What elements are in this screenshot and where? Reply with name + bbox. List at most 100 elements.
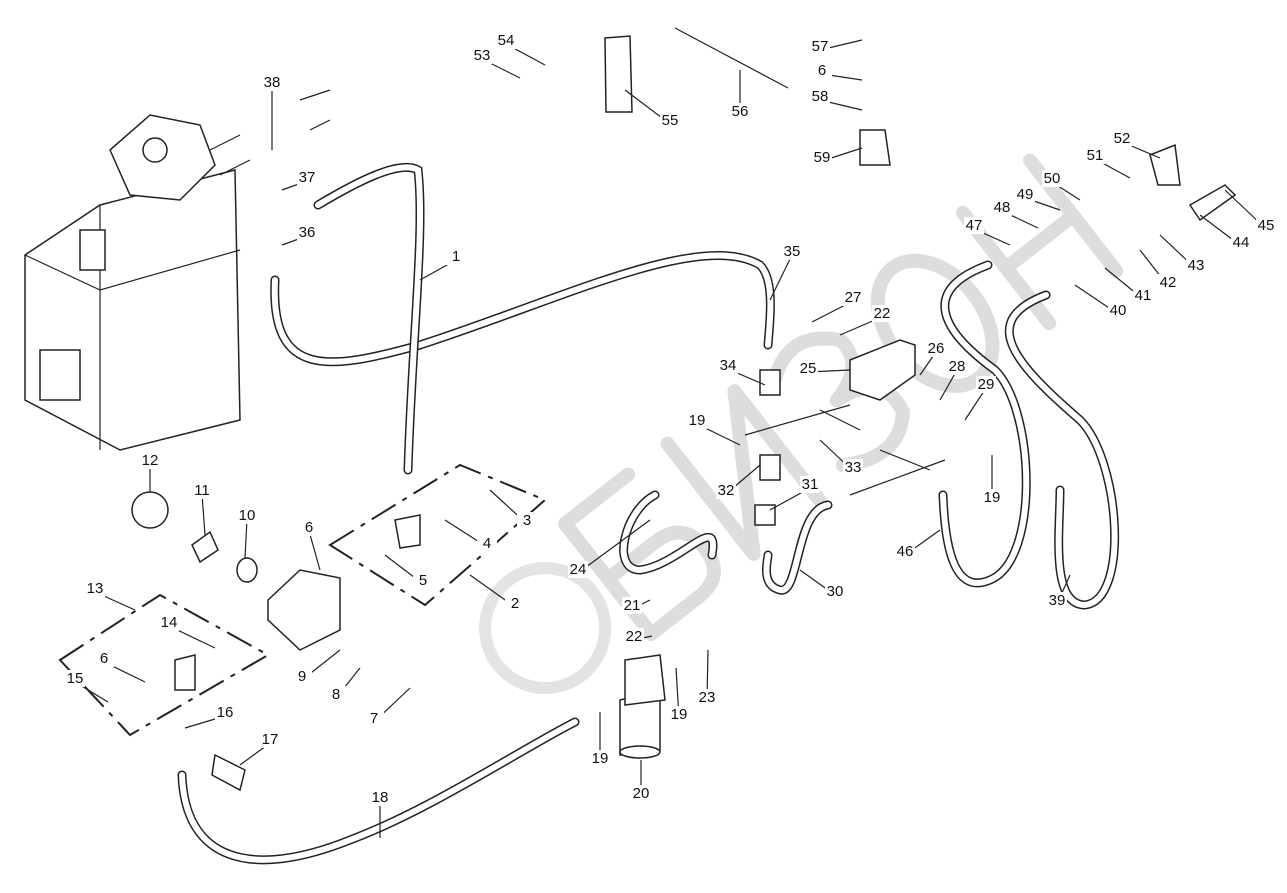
callout-35: 35 (784, 243, 801, 260)
callout-21: 21 (624, 597, 641, 614)
callout-32: 32 (718, 482, 735, 499)
callout-29: 29 (978, 376, 995, 393)
callout-bg (1186, 257, 1206, 274)
callout-bg (843, 459, 863, 476)
callout-bg (370, 789, 390, 806)
callout-41: 41 (1135, 287, 1152, 304)
callout-bg (292, 668, 312, 685)
callout-25: 25 (800, 360, 817, 377)
callout-11: 11 (194, 482, 210, 499)
callout-27: 27 (845, 289, 862, 306)
callout-47: 47 (966, 217, 983, 234)
callout-bg (590, 750, 610, 767)
callout-bg (622, 597, 642, 614)
callout-bg (687, 412, 707, 429)
callout-33: 33 (845, 459, 862, 476)
callout-36: 36 (299, 224, 316, 241)
callout-34: 34 (720, 357, 737, 374)
tank-assembly (24, 89, 331, 451)
callout-bg (1133, 287, 1153, 304)
callout-bg (964, 217, 984, 234)
callout-bg (812, 149, 832, 166)
callout-23: 23 (699, 689, 716, 706)
callout-bg (472, 47, 492, 64)
leader-line (964, 387, 987, 421)
callout-bg (992, 199, 1012, 216)
callout-43: 43 (1188, 257, 1205, 274)
callout-16: 16 (217, 704, 234, 721)
callout-3: 3 (523, 512, 531, 529)
callout-bg (159, 614, 179, 631)
callout-bg (782, 243, 802, 260)
callout-31: 31 (802, 476, 819, 493)
callout-bg (1047, 592, 1067, 609)
callout-bg (624, 628, 644, 645)
callout-56: 56 (732, 103, 749, 120)
callout-bg (1158, 274, 1178, 291)
callout-bg (297, 224, 317, 241)
callout-bg (798, 360, 818, 377)
callout-57: 57 (812, 38, 829, 55)
callout-bg (260, 731, 280, 748)
callout-bg (65, 670, 85, 687)
callout-7: 7 (370, 710, 378, 727)
callout-bg (660, 112, 680, 129)
callout-30: 30 (827, 583, 844, 600)
callout-bg (297, 169, 317, 186)
callout-bg (947, 358, 967, 375)
callout-bg (1108, 302, 1128, 319)
callout-bg (446, 248, 466, 265)
callout-38: 38 (264, 74, 281, 91)
components (131, 27, 1237, 792)
callout-bg (1231, 234, 1251, 251)
callout-15: 15 (67, 670, 84, 687)
callout-bg (669, 706, 689, 723)
hoses (177, 162, 1120, 865)
callout-bg (843, 289, 863, 306)
callout-bg (872, 305, 892, 322)
callout-22: 22 (874, 305, 891, 322)
callout-19: 19 (671, 706, 688, 723)
callout-bg (237, 507, 257, 524)
callout-20: 20 (633, 785, 650, 802)
callout-4: 4 (483, 535, 491, 552)
callout-12: 12 (142, 452, 159, 469)
callout-46: 46 (897, 543, 914, 560)
callout-bg (94, 650, 114, 667)
callout-bg (810, 88, 830, 105)
callout-19: 19 (592, 750, 609, 767)
callout-8: 8 (332, 686, 340, 703)
callout-26: 26 (928, 340, 945, 357)
leader-line (308, 530, 321, 571)
callout-bg (326, 686, 346, 703)
callout-59: 59 (814, 149, 831, 166)
callout-9: 9 (298, 668, 306, 685)
callout-51: 51 (1087, 147, 1104, 164)
callout-10: 10 (239, 507, 256, 524)
callout-42: 42 (1160, 274, 1177, 291)
callout-52: 52 (1114, 130, 1131, 147)
callout-45: 45 (1258, 217, 1275, 234)
callout-bg (215, 704, 235, 721)
callout-bg (812, 62, 832, 79)
callout-40: 40 (1110, 302, 1127, 319)
callout-bg (364, 710, 384, 727)
callout-6: 6 (818, 62, 826, 79)
callout-5: 5 (419, 572, 427, 589)
callout-39: 39 (1049, 592, 1066, 609)
callout-bg (810, 38, 830, 55)
callout-44: 44 (1233, 234, 1250, 251)
callout-bg (568, 561, 588, 578)
callout-bg (496, 32, 516, 49)
callout-19: 19 (689, 412, 706, 429)
callout-bg (976, 376, 996, 393)
callout-bg (697, 689, 717, 706)
callout-6: 6 (305, 519, 313, 536)
leader-line (577, 519, 651, 574)
callout-labels: 1234567891011121314156161718191919192021… (65, 32, 1276, 806)
callout-2: 2 (511, 595, 519, 612)
callout-49: 49 (1017, 186, 1034, 203)
callout-bg (140, 452, 160, 469)
